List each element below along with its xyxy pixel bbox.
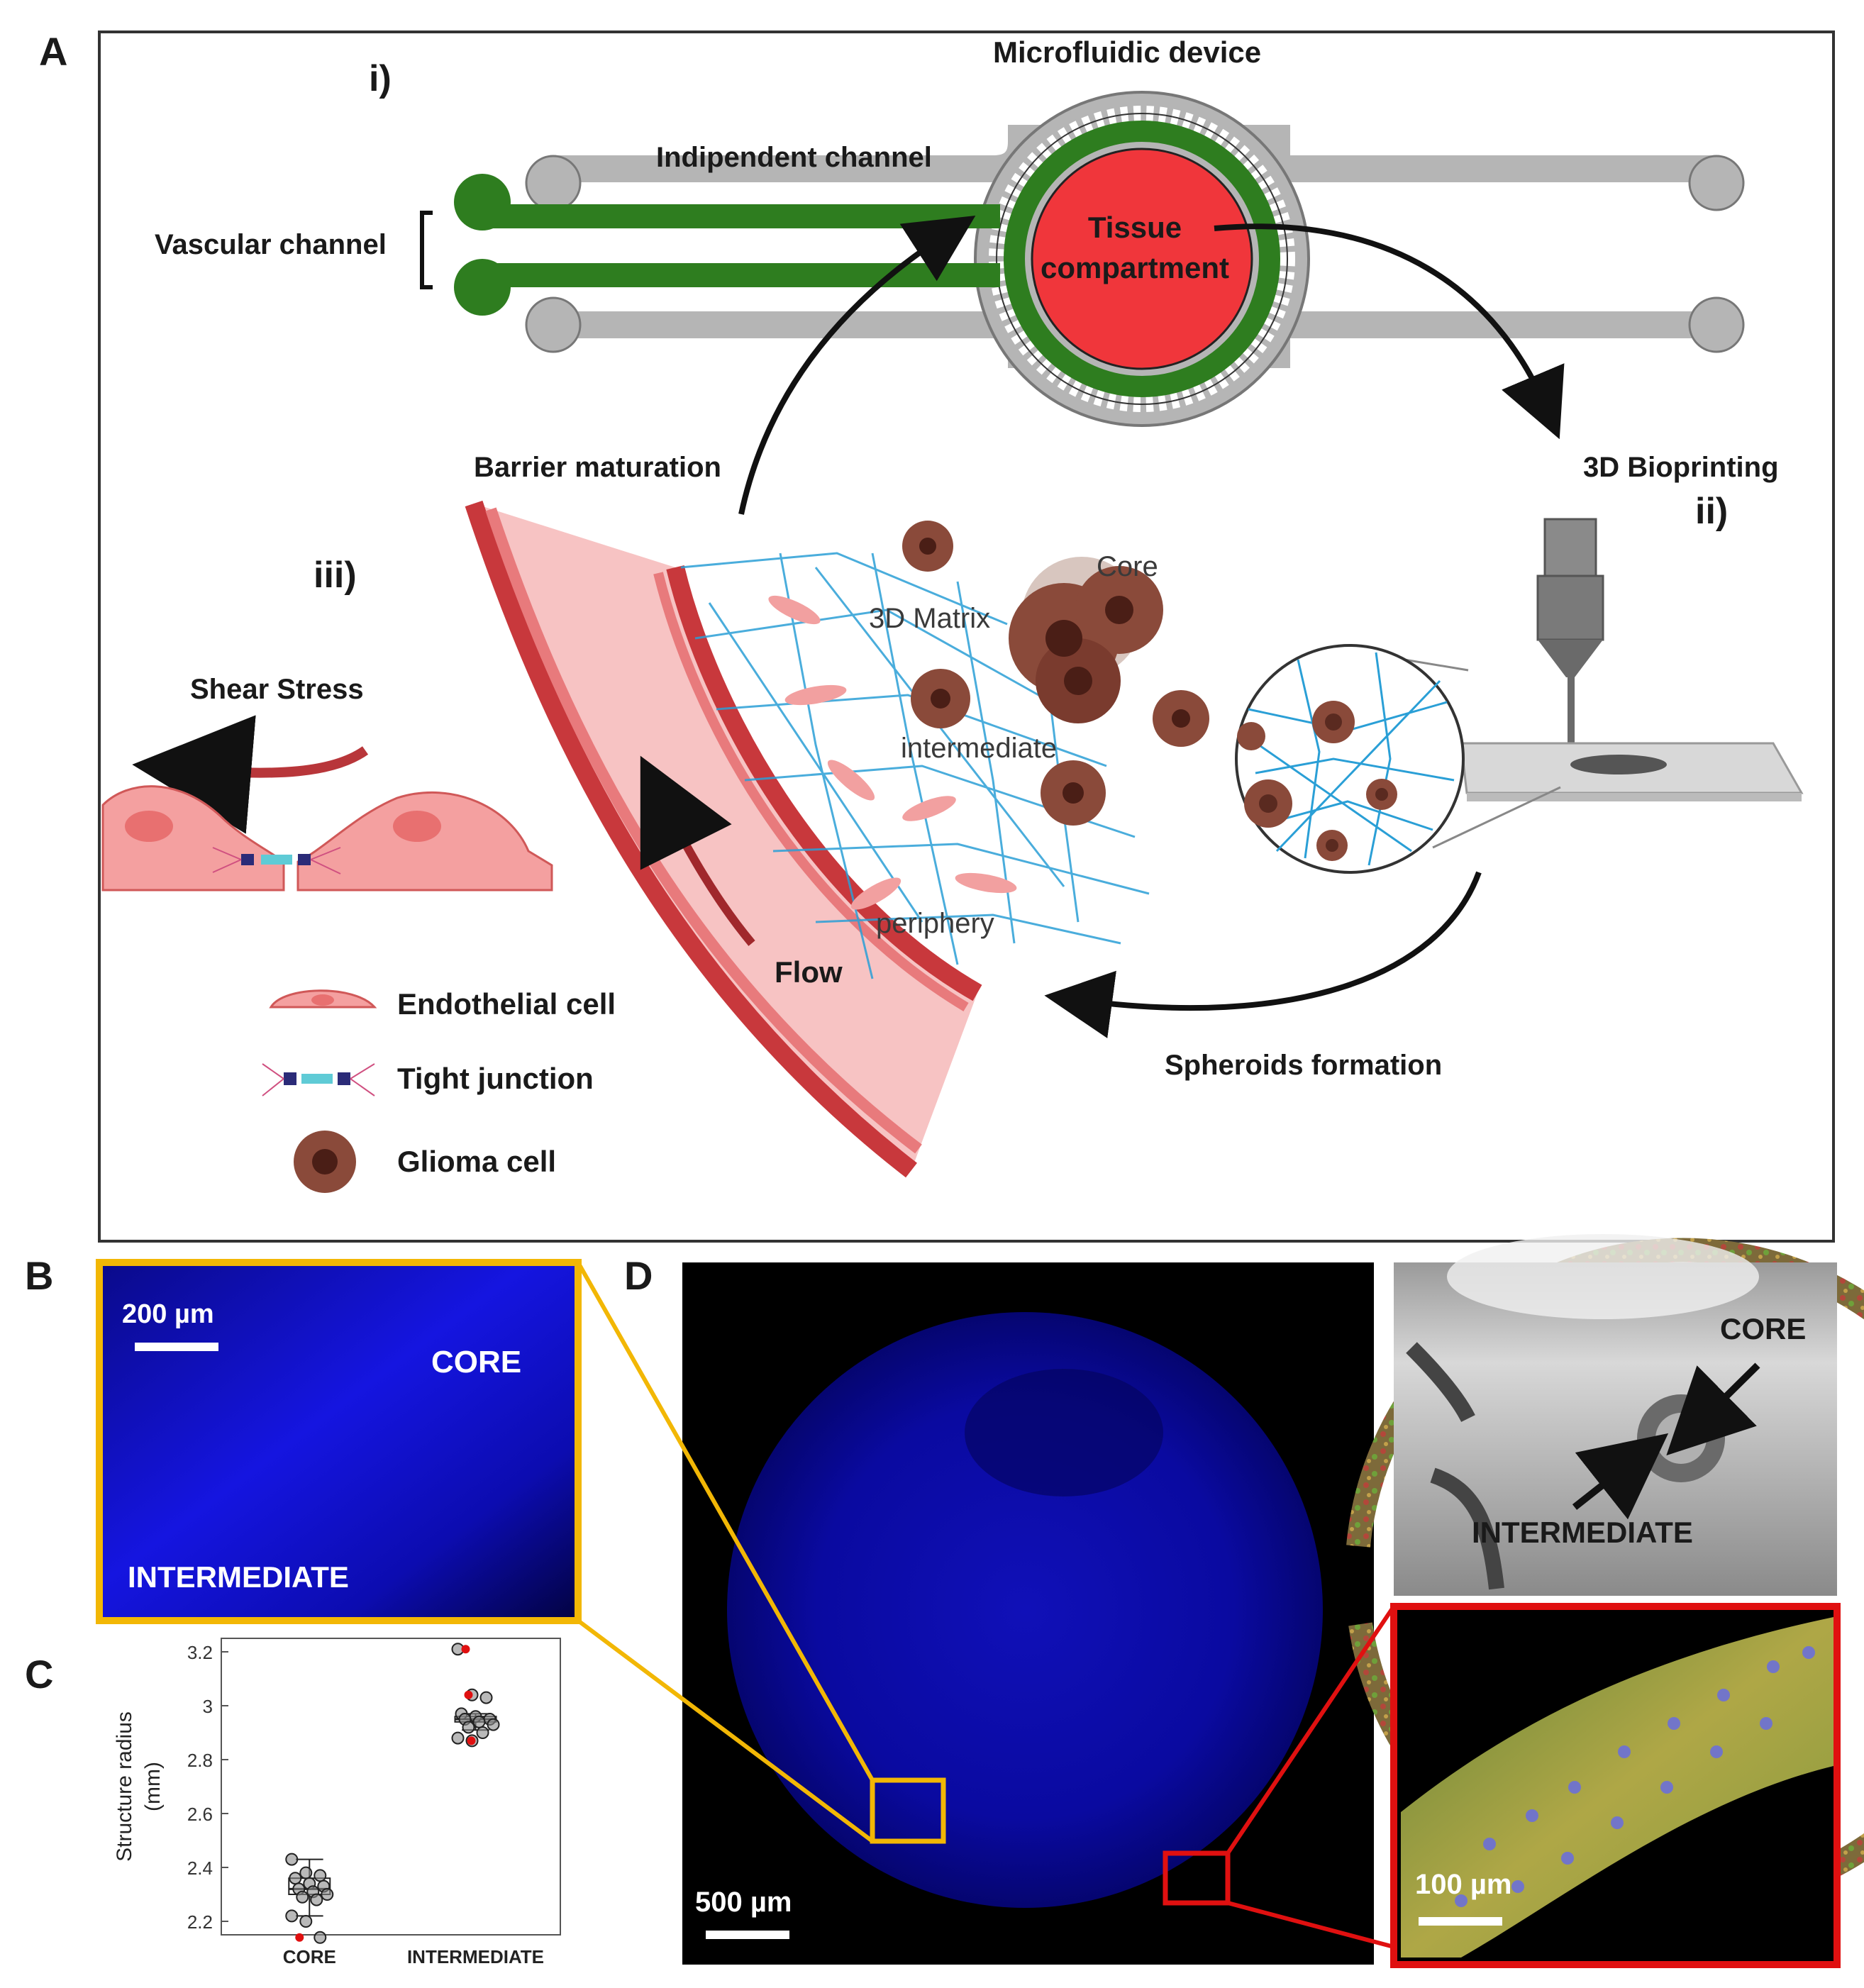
data-point: [321, 1888, 334, 1901]
outlier-point: [467, 1736, 476, 1745]
step-ii-label: ii): [1695, 491, 1728, 532]
shear-stress-arrow: [132, 715, 369, 834]
data-point: [472, 1715, 486, 1728]
legend-tight-junction: [262, 1063, 375, 1096]
flow-label: Flow: [775, 955, 843, 989]
data-point: [462, 1721, 475, 1734]
microfluidic-device: [454, 91, 1745, 427]
legend-glioma-label: Glioma cell: [397, 1145, 556, 1178]
data-point: [296, 1890, 309, 1904]
panel-d-zoom-box-b: [870, 1777, 946, 1844]
matrix-label: 3D Matrix: [869, 603, 990, 634]
bioprinting-label: 3D Bioprinting: [1583, 452, 1779, 483]
data-point: [285, 1853, 299, 1866]
panel-label-b: B: [25, 1253, 53, 1298]
data-point: [314, 1931, 327, 1944]
y-tick-label: 2.4: [187, 1857, 213, 1879]
panel-e-scale-label: 100 µm: [1415, 1869, 1511, 1900]
data-point: [299, 1866, 313, 1879]
panel-e-scalebar: [1419, 1917, 1502, 1926]
panel-label-d: D: [624, 1253, 653, 1298]
step-iii-label: iii): [314, 555, 357, 596]
panel-b-scale-label: 200 µm: [122, 1299, 214, 1329]
tissue-compartment: [1031, 148, 1253, 370]
legend-glioma-cell: [294, 1131, 356, 1193]
arrow-spheroids-formation: [1044, 871, 1482, 1038]
matrix-and-glioma: [680, 521, 1209, 979]
zoom-line-b-top: [576, 1261, 875, 1782]
panel-d-scale-label: 500 µm: [695, 1887, 792, 1918]
core-region-label: Core: [1097, 551, 1158, 582]
endothelial-cells-shear: [101, 785, 553, 892]
y-tick-label: 2.6: [187, 1804, 213, 1825]
legend-endothelial-label: Endothelial cell: [397, 987, 616, 1021]
device-title: Microfluidic device: [993, 35, 1261, 69]
step-i-label: i): [369, 58, 392, 99]
panel-b-core-label: CORE: [431, 1345, 521, 1379]
y-tick-label: 3.2: [187, 1642, 213, 1663]
chart-plot-area: [221, 1638, 561, 1936]
x-tick-label: CORE: [283, 1946, 336, 1967]
panel-e-intermediate-label: INTERMEDIATE: [1472, 1516, 1693, 1549]
tissue-label-line1: Tissue: [1088, 211, 1182, 244]
panel-d-tissue: [727, 1312, 1323, 1908]
x-tick-label: INTERMEDIATE: [407, 1946, 544, 1967]
vascular-bracket: [420, 211, 433, 289]
panel-label-a: A: [39, 29, 67, 74]
zoom-line-e-top: [1226, 1605, 1396, 1855]
bioprinter-illustration: [1361, 518, 1804, 849]
data-point: [476, 1726, 489, 1739]
spheroids-formation-label: Spheroids formation: [1165, 1050, 1442, 1081]
flow-arrow: [640, 755, 755, 946]
panel-d-scalebar: [706, 1931, 789, 1939]
panel-e-core-arrow: [1666, 1362, 1760, 1456]
panel-b-scalebar: [135, 1343, 218, 1351]
data-point: [289, 1872, 302, 1885]
data-point: [299, 1915, 313, 1928]
arrow-to-bioprinting: [1214, 223, 1565, 440]
panel-b-image: [96, 1259, 582, 1624]
outlier-point: [295, 1933, 304, 1942]
data-point: [479, 1691, 493, 1704]
y-axis-label-line1: Structure radius: [113, 1711, 136, 1862]
data-point: [285, 1909, 299, 1923]
shear-stress-label: Shear Stress: [190, 674, 364, 705]
arrow-barrier-maturation: [738, 215, 976, 515]
outlier-point: [461, 1645, 470, 1654]
legend-tight-junction-label: Tight junction: [397, 1062, 594, 1095]
panel-label-c: C: [25, 1652, 53, 1697]
panel-e-intermediate-arrow: [1572, 1433, 1669, 1520]
zoom-line-b-bottom: [577, 1618, 874, 1843]
vascular-channel-label: Vascular channel: [155, 229, 387, 260]
independent-channel-label: Indipendent channel: [656, 142, 932, 173]
data-point: [310, 1893, 323, 1906]
barrier-maturation-label: Barrier maturation: [474, 452, 721, 483]
panel-b-intermediate-label: INTERMEDIATE: [128, 1560, 349, 1594]
zoom-circle-spheroids: [1235, 644, 1465, 874]
legend-endothelial-cell: [269, 989, 377, 1009]
outlier-point: [464, 1690, 473, 1699]
vessel-wall-illustration: [465, 500, 982, 1178]
data-point: [314, 1869, 327, 1882]
y-tick-label: 2.8: [187, 1750, 213, 1771]
data-point: [451, 1731, 465, 1745]
periphery-region-label: periphery: [876, 908, 994, 939]
vascular-ring: [1004, 121, 1280, 397]
panel-e-core-label: CORE: [1720, 1312, 1806, 1345]
tissue-label-line2: compartment: [1041, 251, 1229, 284]
y-tick-label: 2.2: [187, 1911, 213, 1933]
y-tick-label: 3: [203, 1696, 213, 1717]
intermediate-region-label: intermediate: [901, 733, 1057, 764]
zoom-line-e-bottom: [1227, 1901, 1394, 1949]
panel-d-zoom-box-e: [1163, 1850, 1231, 1906]
y-axis-label-line2: (mm): [141, 1762, 165, 1811]
data-point: [487, 1718, 500, 1731]
